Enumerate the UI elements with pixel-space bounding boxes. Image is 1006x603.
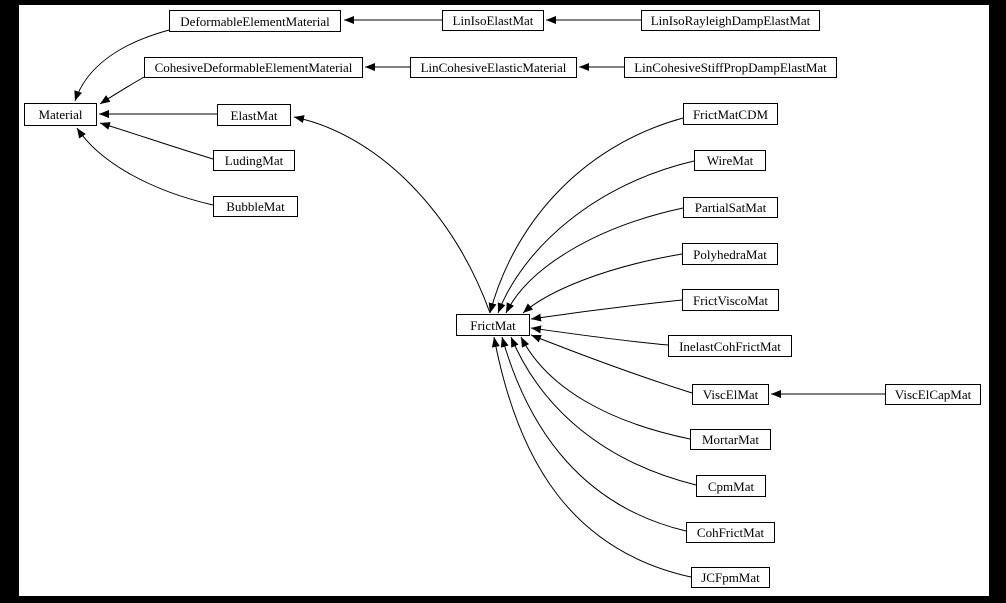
node-bubble-mat[interactable]: BubbleMat (213, 196, 298, 217)
node-lin-cohesive-stiff-prop-damp-elast-mat[interactable]: LinCohesiveStiffPropDampElastMat (624, 57, 837, 78)
node-inelast-coh-frict-mat[interactable]: InelastCohFrictMat (668, 335, 792, 357)
node-coh-frict-mat[interactable]: CohFrictMat (686, 522, 775, 543)
node-cohesive-deformable-element-material[interactable]: CohesiveDeformableElementMaterial (144, 57, 363, 78)
node-mortar-mat[interactable]: MortarMat (690, 429, 771, 450)
node-deformable-element-material[interactable]: DeformableElementMaterial (169, 10, 341, 32)
node-luding-mat[interactable]: LudingMat (213, 150, 295, 171)
node-frict-mat[interactable]: FrictMat (456, 314, 530, 336)
node-visc-el-mat[interactable]: ViscElMat (692, 384, 769, 405)
node-frict-mat-cdm[interactable]: FrictMatCDM (683, 103, 778, 125)
node-cpm-mat[interactable]: CpmMat (696, 475, 766, 497)
node-lin-iso-elast-mat[interactable]: LinIsoElastMat (442, 10, 544, 31)
node-wire-mat[interactable]: WireMat (694, 150, 766, 171)
node-material[interactable]: Material (24, 103, 97, 126)
inheritance-diagram-canvas (19, 5, 989, 596)
node-partial-sat-mat[interactable]: PartialSatMat (683, 197, 778, 218)
node-jcfpm-mat[interactable]: JCFpmMat (691, 567, 770, 588)
node-lin-cohesive-elastic-material[interactable]: LinCohesiveElasticMaterial (410, 57, 577, 78)
node-visc-el-cap-mat[interactable]: ViscElCapMat (885, 384, 981, 405)
node-polyhedra-mat[interactable]: PolyhedraMat (682, 243, 778, 265)
node-frict-visco-mat[interactable]: FrictViscoMat (682, 289, 779, 311)
node-elast-mat[interactable]: ElastMat (217, 104, 291, 126)
node-lin-iso-rayleigh-damp-elast-mat[interactable]: LinIsoRayleighDampElastMat (641, 10, 820, 31)
